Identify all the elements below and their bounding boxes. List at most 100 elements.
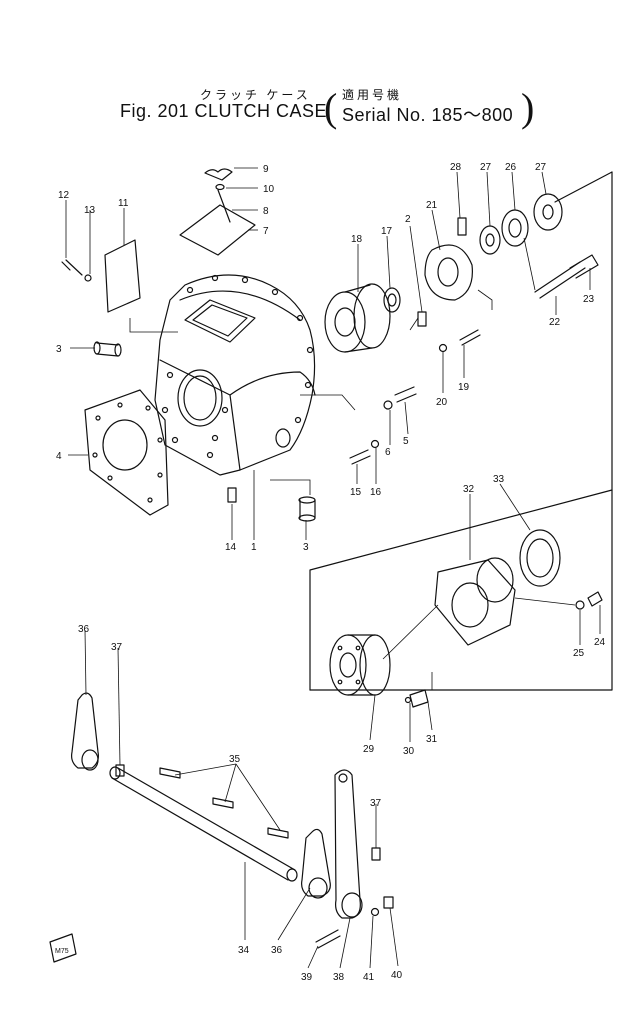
washer-16 xyxy=(370,439,380,449)
callout-31: 31 xyxy=(426,734,438,745)
dowel-pin-upper xyxy=(93,341,122,357)
bolt-31 xyxy=(409,689,429,708)
bolt-37-right xyxy=(371,847,381,861)
callout-12: 12 xyxy=(58,190,70,201)
callout-23: 23 xyxy=(583,294,595,305)
washer-13 xyxy=(84,274,92,282)
callout-10: 10 xyxy=(263,184,275,195)
callout-8: 8 xyxy=(263,206,269,217)
side-cover xyxy=(104,239,141,313)
clutch-hub-18 xyxy=(324,283,391,353)
figure-title: Fig. 201 CLUTCH CASE xyxy=(120,101,328,121)
applicable-serial-japanese: 適用号機 xyxy=(342,88,403,102)
wing-nut-9 xyxy=(204,168,233,181)
frame-line-right xyxy=(309,171,613,691)
stamp-label: M75 xyxy=(55,948,69,955)
bearing-housing-32 xyxy=(434,557,516,646)
callout-9: 9 xyxy=(263,164,269,175)
title-japanese: クラッチ ケース xyxy=(200,88,311,102)
spline-hub-26 xyxy=(501,209,529,247)
serial-range: Serial No. 185～800 xyxy=(342,105,514,125)
washer-41 xyxy=(370,907,380,917)
callout-18: 18 xyxy=(351,234,363,245)
shaft-22 xyxy=(534,254,599,299)
callout-25: 25 xyxy=(573,648,585,659)
callout-19: 19 xyxy=(458,382,470,393)
frame-line-top xyxy=(554,171,613,203)
callout-labels: 9 10 8 7 12 13 11 3 4 1 14 3 18 17 2 21 … xyxy=(55,162,606,983)
callout-24: 24 xyxy=(594,637,606,648)
dowel-pin-lower xyxy=(298,496,316,522)
plate-27a xyxy=(479,225,501,255)
nut-24 xyxy=(587,591,603,607)
callout-22: 22 xyxy=(549,317,561,328)
callout-21: 21 xyxy=(426,200,438,211)
callout-35: 35 xyxy=(229,754,241,765)
fork-36-right xyxy=(301,828,331,899)
callout-3-lower: 3 xyxy=(303,542,309,553)
callout-13: 13 xyxy=(84,205,96,216)
bolt-8 xyxy=(217,189,231,223)
bearing-17 xyxy=(383,287,401,313)
bolt-37-left xyxy=(115,764,125,777)
seal-ring-33 xyxy=(519,529,561,587)
washer-6 xyxy=(383,400,393,410)
washer-10 xyxy=(215,183,225,191)
callout-17: 17 xyxy=(381,226,393,237)
callout-11: 11 xyxy=(118,198,129,209)
pin-28 xyxy=(457,217,467,236)
bolt-39 xyxy=(315,929,341,949)
callout-15: 15 xyxy=(350,487,362,498)
callout-30: 30 xyxy=(403,746,415,757)
callout-26: 26 xyxy=(505,162,517,173)
callout-3-upper: 3 xyxy=(56,344,62,355)
callout-37-left: 37 xyxy=(111,642,123,653)
callout-16: 16 xyxy=(370,487,382,498)
callout-32: 32 xyxy=(463,484,475,495)
callout-36-left: 36 xyxy=(78,624,90,635)
callout-37-right: 37 xyxy=(370,798,382,809)
bolt-19 xyxy=(459,329,481,346)
bolt-15 xyxy=(349,449,371,465)
frame-line-mid xyxy=(309,489,613,691)
shaft-34 xyxy=(109,766,298,882)
callout-40: 40 xyxy=(391,970,403,981)
hub-flange-29 xyxy=(329,634,391,696)
callout-33: 33 xyxy=(493,474,505,485)
key-2 xyxy=(417,311,427,327)
callout-27-a: 27 xyxy=(480,162,492,173)
callout-36-right: 36 xyxy=(271,945,283,956)
stamp-box xyxy=(49,933,77,963)
drain-plug xyxy=(227,487,237,503)
callout-41: 41 xyxy=(363,972,375,983)
callout-38: 38 xyxy=(333,972,345,983)
callout-14: 14 xyxy=(225,542,237,553)
bolt-12 xyxy=(61,259,83,276)
inspection-cover xyxy=(179,204,256,256)
callout-1: 1 xyxy=(251,542,257,553)
washer-20 xyxy=(438,343,448,353)
callout-34: 34 xyxy=(238,945,250,956)
plate-27b xyxy=(533,193,563,231)
callout-27-b: 27 xyxy=(535,162,547,173)
keys-35 xyxy=(159,767,289,839)
nut-40 xyxy=(383,896,394,909)
callout-2: 2 xyxy=(405,214,411,225)
callout-20: 20 xyxy=(436,397,448,408)
lever-38 xyxy=(334,769,363,919)
clutch-case-housing xyxy=(154,274,316,476)
callout-29: 29 xyxy=(363,744,375,755)
washer-25 xyxy=(575,600,585,610)
callout-28: 28 xyxy=(450,162,462,173)
callout-6: 6 xyxy=(385,447,391,458)
callout-4: 4 xyxy=(56,451,62,462)
leader-lines xyxy=(65,167,601,969)
close-parenthesis: ) xyxy=(521,85,535,130)
bolt-5 xyxy=(394,386,417,403)
callout-39: 39 xyxy=(301,972,313,983)
washer-30 xyxy=(404,696,412,704)
callout-7: 7 xyxy=(263,226,269,237)
flange-21 xyxy=(424,244,473,301)
